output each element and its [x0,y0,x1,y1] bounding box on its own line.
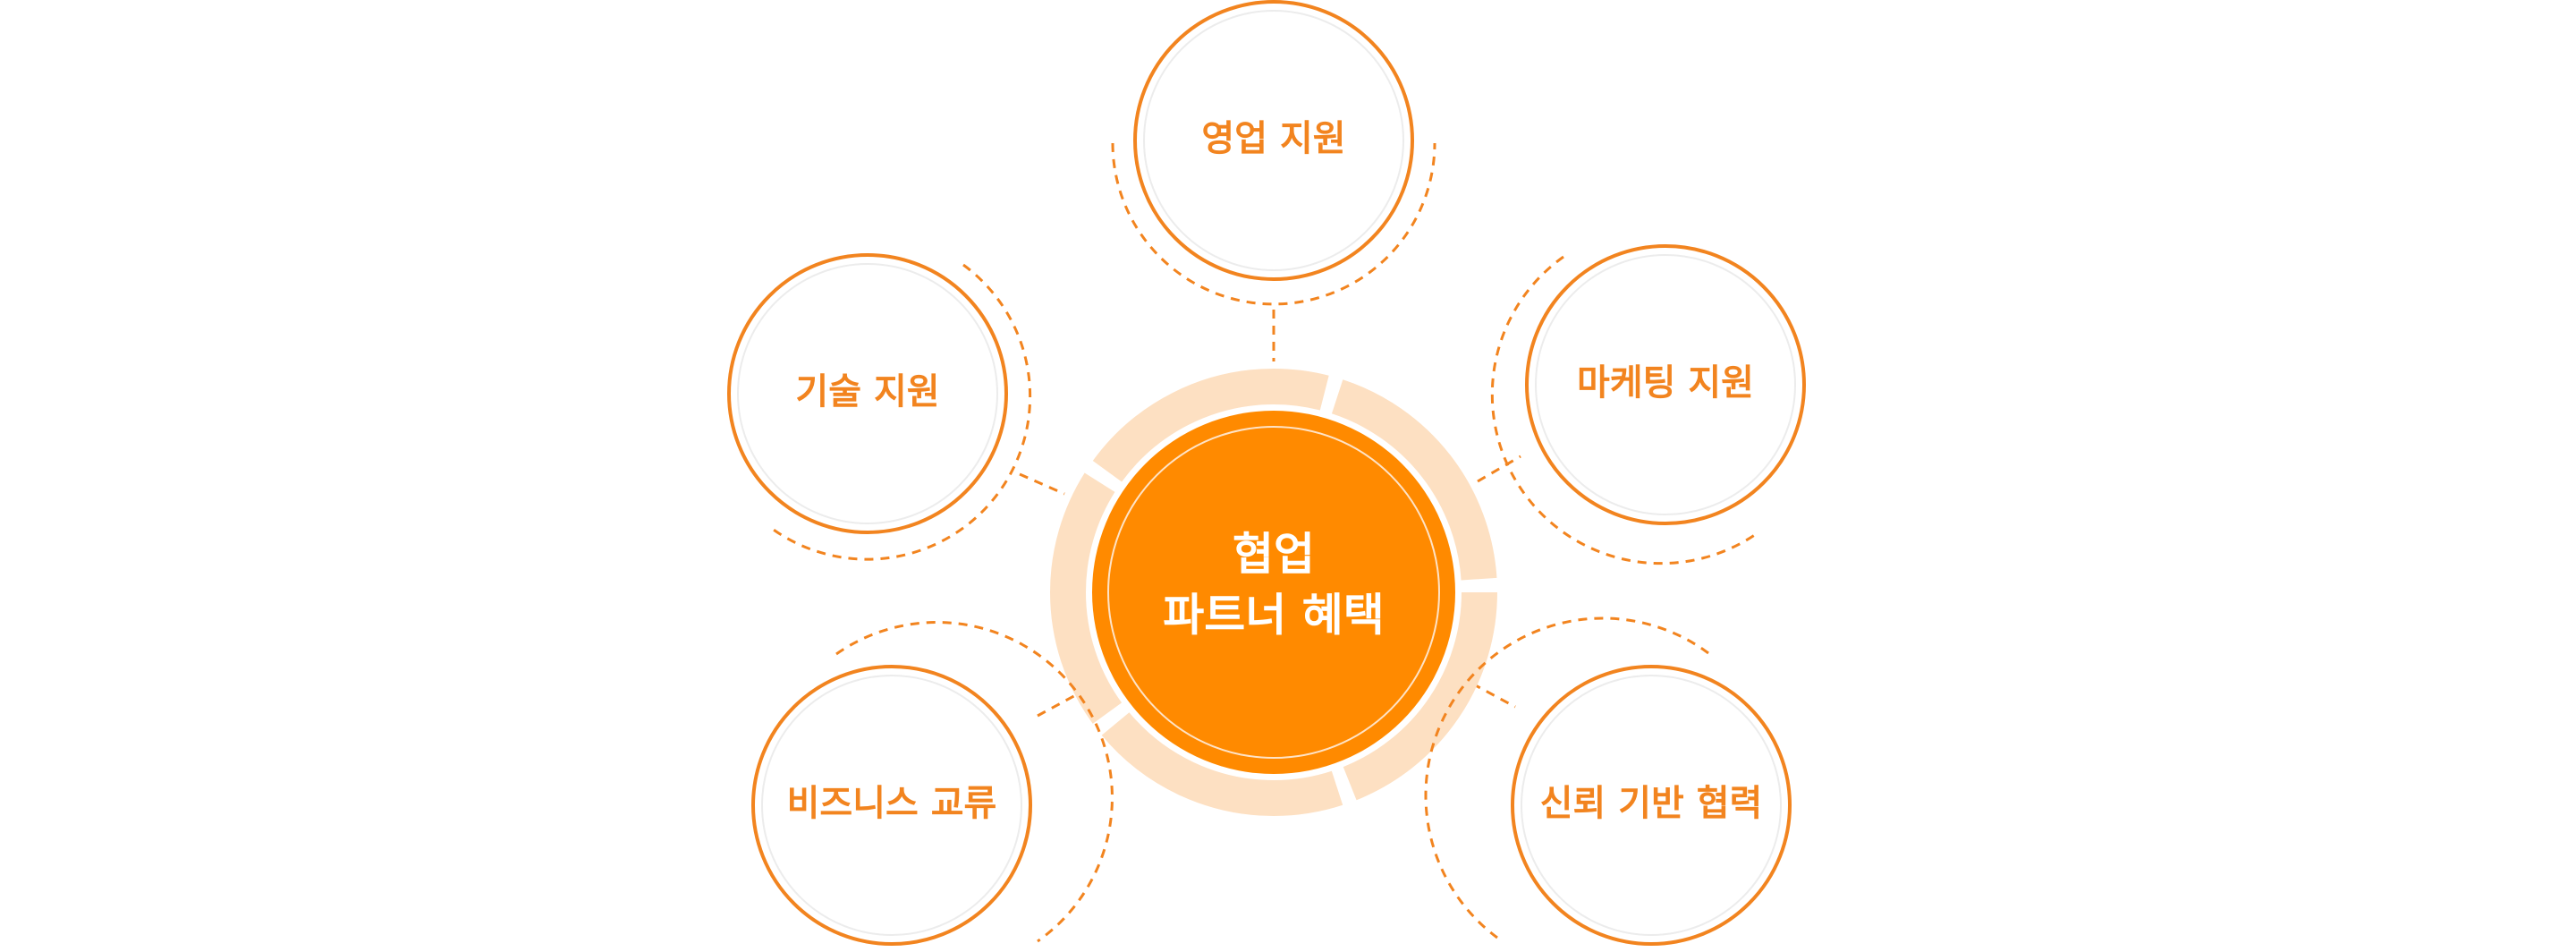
benefit-business-exchange: 비즈니스 교류 [751,621,1114,946]
benefit-trust-cooperation: 신뢰 기반 협력 [1424,616,1792,946]
connector-trust [1471,682,1516,709]
connector-business [1037,691,1081,718]
benefit-inner-circle [1535,254,1796,515]
dashed-arc [835,621,1114,943]
dashed-arc [1490,255,1759,565]
dashed-arc [1424,616,1709,939]
benefit-inner-circle [1521,675,1782,936]
benefit-circle [1525,244,1806,525]
center-disc [1092,411,1455,774]
benefit-label: 기술 지원 [795,371,939,412]
benefit-inner-circle [1143,10,1404,271]
connectors [1019,310,1521,718]
center-ring [1050,369,1497,816]
benefit-tech-support: 기술 지원 [727,253,1032,561]
center-title-line1: 협업 [1233,529,1315,581]
center-hub: 협업 파트너 혜택 [1092,411,1455,774]
benefit-label: 영업 지원 [1201,118,1345,159]
benefit-inner-circle [761,675,1022,936]
benefit-label: 신뢰 기반 협력 [1540,783,1763,824]
benefit-circle [1133,0,1414,281]
center-title-line2: 파트너 혜택 [1163,590,1384,642]
benefit-label: 마케팅 지원 [1577,362,1754,404]
benefit-circle [751,665,1032,946]
benefit-circle [1511,665,1792,946]
center-inner-ring [1107,426,1440,759]
benefit-sales-support: 영업 지원 [1111,0,1436,306]
connector-marketing [1477,455,1521,483]
benefit-marketing-support: 마케팅 지원 [1490,244,1806,565]
center-ring-track [1050,369,1497,816]
benefit-inner-circle [737,263,998,524]
benefit-label: 비즈니스 교류 [787,783,997,824]
connector-tech [1019,472,1065,496]
benefit-circle [727,253,1008,534]
